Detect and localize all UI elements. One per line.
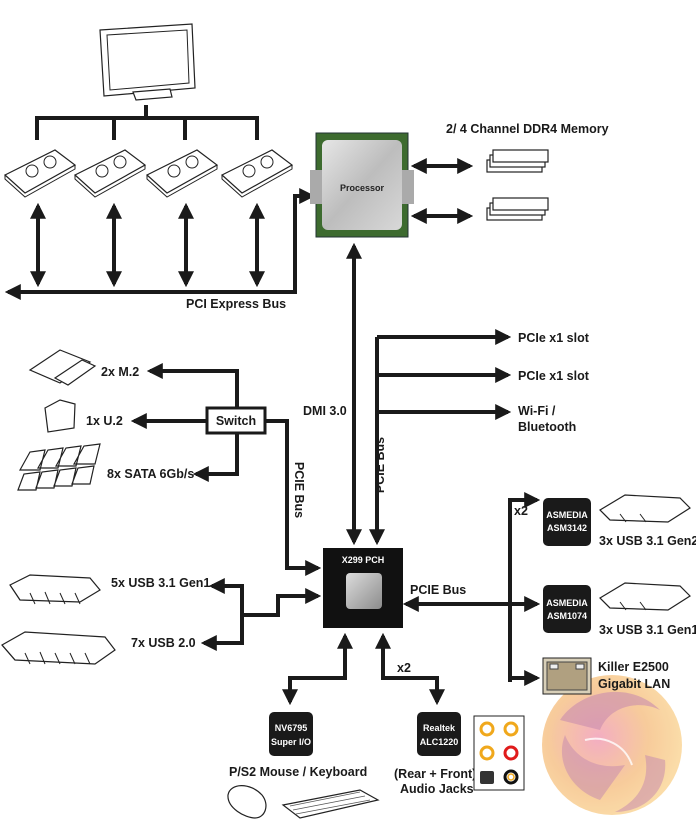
lan-label-line1: Killer E2500 [598, 660, 669, 674]
asmedia1-multiplier: x2 [514, 504, 528, 518]
gpu-icon [3, 149, 77, 198]
asmedia2-line2: ASM1074 [547, 611, 587, 621]
usb-3-1-gen1-drives-icon [9, 574, 101, 605]
pcie-bus-left-label: PCIE Bus [292, 462, 306, 518]
mouse-icon [227, 785, 267, 819]
sata-drives-icon [17, 443, 101, 491]
u2-drive-icon [44, 399, 76, 433]
superio-chip [269, 712, 313, 756]
audio-line1: Realtek [423, 723, 456, 733]
wifi-label-line1: Wi-Fi / [518, 404, 556, 418]
audio-jacks-icon [473, 715, 525, 791]
wifi-label-line2: Bluetooth [518, 420, 576, 434]
pch-label: X299 PCH [342, 555, 385, 565]
usb-3-1-gen1-right-label: 3x USB 3.1 Gen1 [599, 623, 696, 637]
x299-pch-chip: X299 PCH [323, 548, 403, 628]
asmedia-asm3142-chip [543, 498, 591, 546]
pcie-x1-slot-2: PCIe x1 slot [518, 369, 590, 383]
keyboard-icon [281, 789, 380, 819]
asmedia1-line1: ASMEDIA [546, 510, 588, 520]
superio-line1: NV6795 [275, 723, 308, 733]
audio-multiplier: x2 [397, 661, 411, 675]
asmedia2-line1: ASMEDIA [546, 598, 588, 608]
sata-label: 8x SATA 6Gb/s [107, 467, 194, 481]
brand-logo-watermark [542, 675, 682, 815]
usb-3-1-gen2-drives-icon [599, 494, 691, 523]
realtek-audio-chip [417, 712, 461, 756]
u2-label: 1x U.2 [86, 414, 123, 428]
memory-modules-icon [486, 149, 549, 221]
pcie-x1-slot-1: PCIe x1 slot [518, 331, 590, 345]
m2-label: 2x M.2 [101, 365, 139, 379]
pcie-bus-mid-label: PCIE Bus [373, 437, 387, 493]
ps2-caption: P/S2 Mouse / Keyboard [229, 765, 367, 779]
usb-3-1-gen1-left-label: 5x USB 3.1 Gen1 [111, 576, 210, 590]
processor-chip: Processor [310, 132, 414, 238]
dmi-label: DMI 3.0 [303, 404, 347, 418]
superio-line2: Super I/O [271, 737, 311, 747]
gpu-icon [220, 149, 294, 198]
processor-label: Processor [340, 183, 385, 193]
memory-label: 2/ 4 Channel DDR4 Memory [446, 122, 609, 136]
audio-caption-line1: (Rear + Front) [394, 767, 476, 781]
usb-2-0-label: 7x USB 2.0 [131, 636, 196, 650]
audio-caption-line2: Audio Jacks [400, 782, 474, 796]
switch-label: Switch [216, 414, 256, 428]
usb-3-1-gen2-label: 3x USB 3.1 Gen2 [599, 534, 696, 548]
gpu-icon [73, 149, 147, 198]
pci-express-bus-label: PCI Express Bus [186, 297, 286, 311]
asmedia-asm1074-chip [543, 585, 591, 633]
ethernet-port-icon [542, 657, 592, 695]
m2-ssd-icon [28, 349, 97, 386]
usb-2-0-drives-icon [1, 631, 116, 665]
asmedia1-line2: ASM3142 [547, 523, 587, 533]
usb-3-1-gen1-right-drives-icon [599, 582, 691, 611]
audio-line2: ALC1220 [420, 737, 459, 747]
lan-label-line2: Gigabit LAN [598, 677, 670, 691]
monitor-icon [99, 23, 196, 101]
gpu-cards [3, 149, 294, 198]
gpu-icon [145, 149, 219, 198]
pcie-bus-right-label: PCIE Bus [410, 583, 466, 597]
